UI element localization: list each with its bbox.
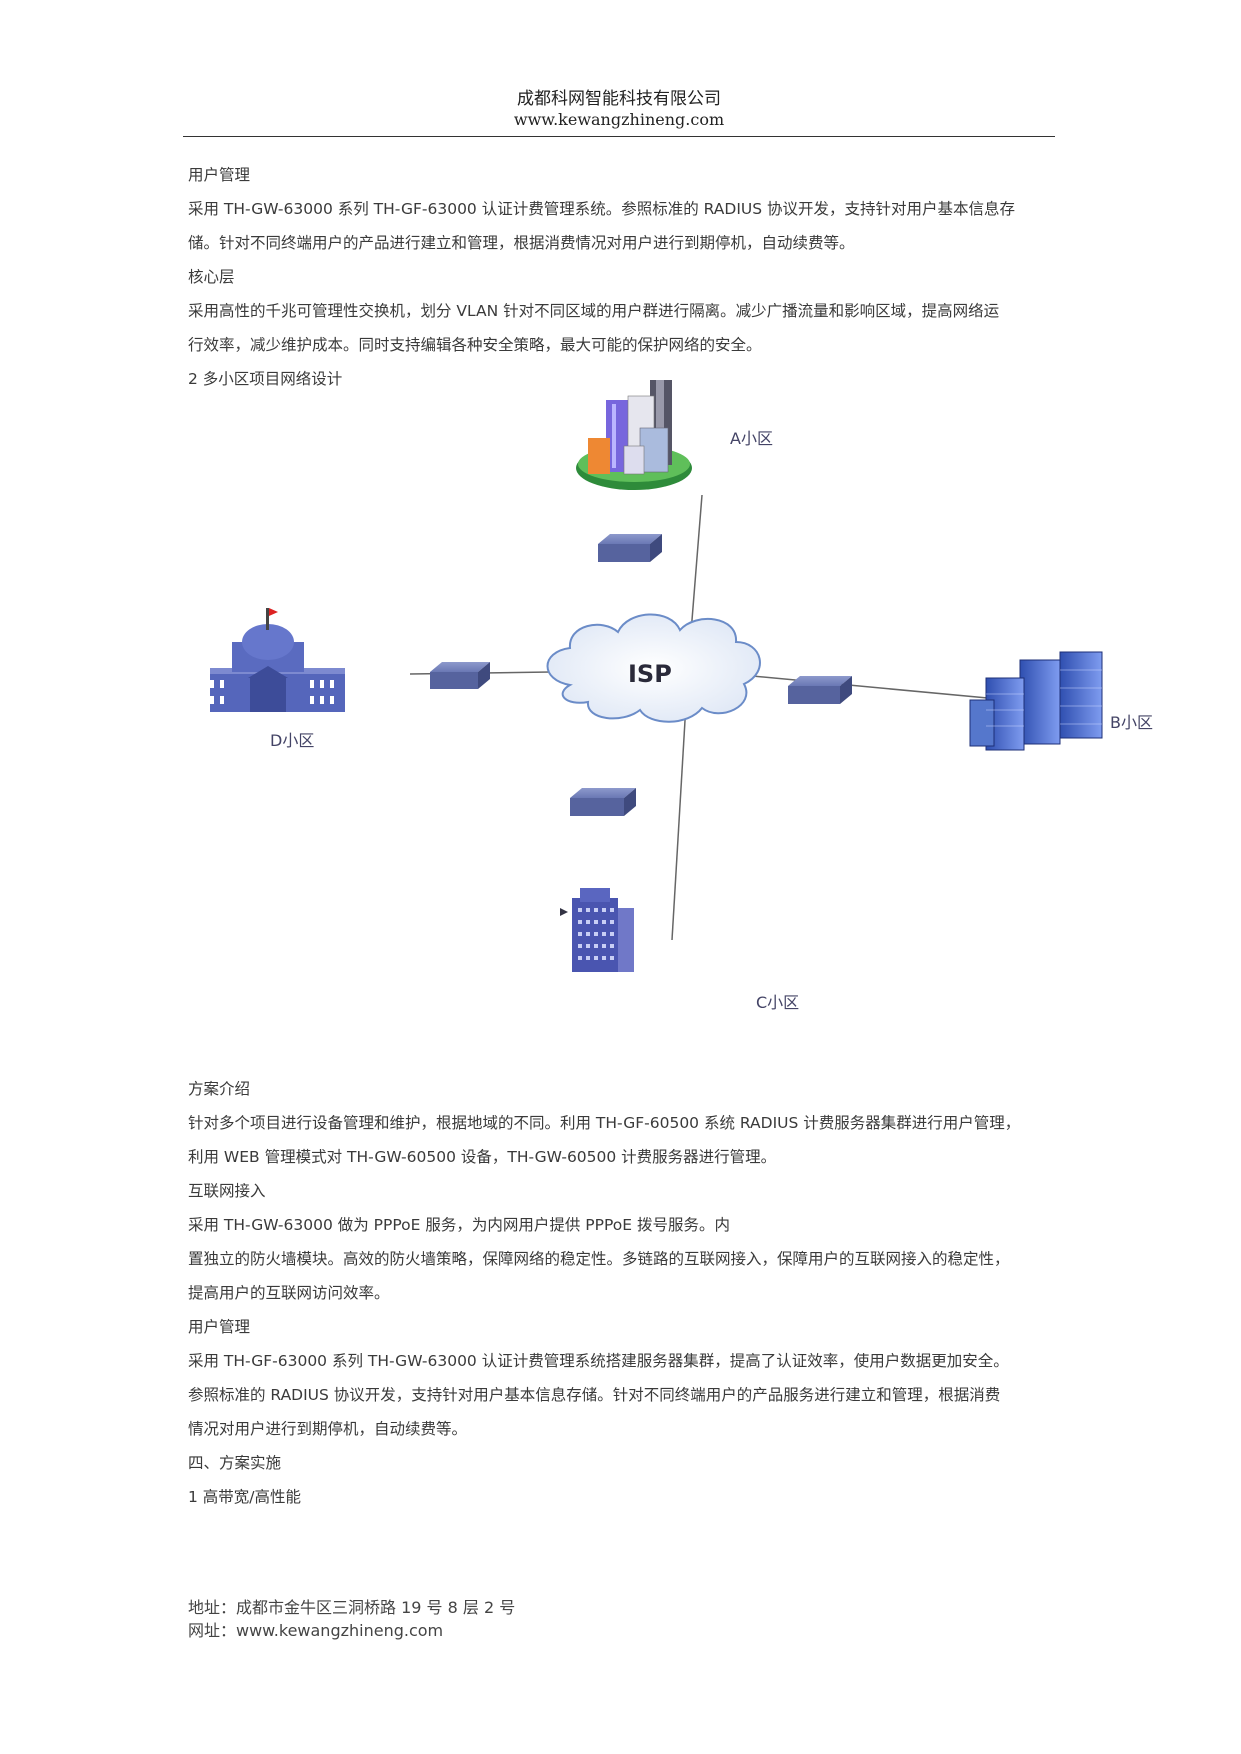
paragraph-line: 利用 WEB 管理模式对 TH-GW-60500 设备，TH-GW-60500 … bbox=[188, 1148, 777, 1166]
footer-address: 地址：成都市金牛区三洞桥路 19 号 8 层 2 号 bbox=[188, 1598, 516, 1617]
node-b-label: B小区 bbox=[1110, 713, 1153, 732]
building-d-icon bbox=[190, 608, 345, 712]
isp-label: ISP bbox=[628, 660, 672, 688]
node-c-label: C小区 bbox=[756, 993, 799, 1012]
footer-website: 网址：www.kewangzhineng.com bbox=[188, 1621, 444, 1640]
switch-b-icon bbox=[788, 676, 852, 704]
page-footer: 地址：成都市金牛区三洞桥路 19 号 8 层 2 号 网址：www.kewang… bbox=[188, 1596, 515, 1642]
heading-core-layer: 核心层 bbox=[188, 268, 235, 286]
node-d-label: D小区 bbox=[270, 731, 314, 750]
switch-d-icon bbox=[430, 662, 490, 689]
paragraph-line: 采用 TH-GW-63000 系列 TH-GF-63000 认证计费管理系统。参… bbox=[188, 200, 1016, 218]
section-user-core: 用户管理 采用 TH-GW-63000 系列 TH-GF-63000 认证计费管… bbox=[188, 158, 1052, 396]
paragraph-line: 采用 TH-GF-63000 系列 TH-GW-63000 认证计费管理系统搭建… bbox=[188, 1352, 1009, 1370]
heading-implementation: 四、方案实施 bbox=[188, 1454, 282, 1472]
network-diagram-svg: A小区 D小区 bbox=[190, 370, 1153, 1012]
company-name: 成都科网智能科技有限公司 bbox=[517, 89, 721, 109]
building-b-icon bbox=[969, 651, 1103, 751]
section-solution: 方案介绍 针对多个项目进行设备管理和维护，根据地域的不同。利用 TH-GF-60… bbox=[188, 1072, 1052, 1514]
paragraph-line: 置独立的防火墙模块。高效的防火墙策略，保障网络的稳定性。多链路的互联网接入，保障… bbox=[188, 1250, 1010, 1268]
node-a-label: A小区 bbox=[730, 429, 773, 448]
paragraph-line: 采用 TH-GW-63000 做为 PPPoE 服务，为内网用户提供 PPPoE… bbox=[188, 1216, 730, 1234]
heading-high-bandwidth: 1 高带宽/高性能 bbox=[188, 1488, 302, 1506]
isp-cloud-icon bbox=[546, 613, 761, 723]
paragraph-line: 行效率，减少维护成本。同时支持编辑各种安全策略，最大可能的保护网络的安全。 bbox=[188, 336, 762, 354]
paragraph-line: 针对多个项目进行设备管理和维护，根据地域的不同。利用 TH-GF-60500 系… bbox=[188, 1114, 1021, 1132]
paragraph-line: 参照标准的 RADIUS 协议开发，支持针对用户基本信息存储。针对不同终端用户的… bbox=[188, 1386, 1001, 1404]
heading-user-management-2: 用户管理 bbox=[188, 1318, 251, 1336]
network-diagram: A小区 D小区 bbox=[190, 370, 1241, 1060]
paragraph-line: 储。针对不同终端用户的产品进行建立和管理，根据消费情况对用户进行到期停机，自动续… bbox=[188, 234, 855, 252]
heading-multi-community-design: 2 多小区项目网络设计 bbox=[188, 370, 343, 388]
heading-solution-intro: 方案介绍 bbox=[188, 1080, 251, 1098]
switch-c-icon bbox=[570, 788, 636, 816]
heading-internet-access: 互联网接入 bbox=[188, 1182, 266, 1200]
page-header: 成都科网智能科技有限公司 www.kewangzhineng.com bbox=[183, 88, 1055, 130]
header-divider bbox=[183, 136, 1055, 137]
company-url: www.kewangzhineng.com bbox=[513, 110, 725, 129]
paragraph-line: 情况对用户进行到期停机，自动续费等。 bbox=[188, 1420, 468, 1438]
switch-a-icon bbox=[598, 534, 662, 562]
paragraph-line: 采用高性的千兆可管理性交换机，划分 VLAN 针对不同区域的用户群进行隔离。减少… bbox=[188, 302, 1000, 320]
network-links bbox=[409, 494, 1063, 941]
heading-user-management: 用户管理 bbox=[188, 166, 251, 184]
building-a-icon bbox=[576, 370, 692, 490]
paragraph-line: 提高用户的互联网访问效率。 bbox=[188, 1284, 390, 1302]
building-c-icon bbox=[560, 888, 634, 972]
